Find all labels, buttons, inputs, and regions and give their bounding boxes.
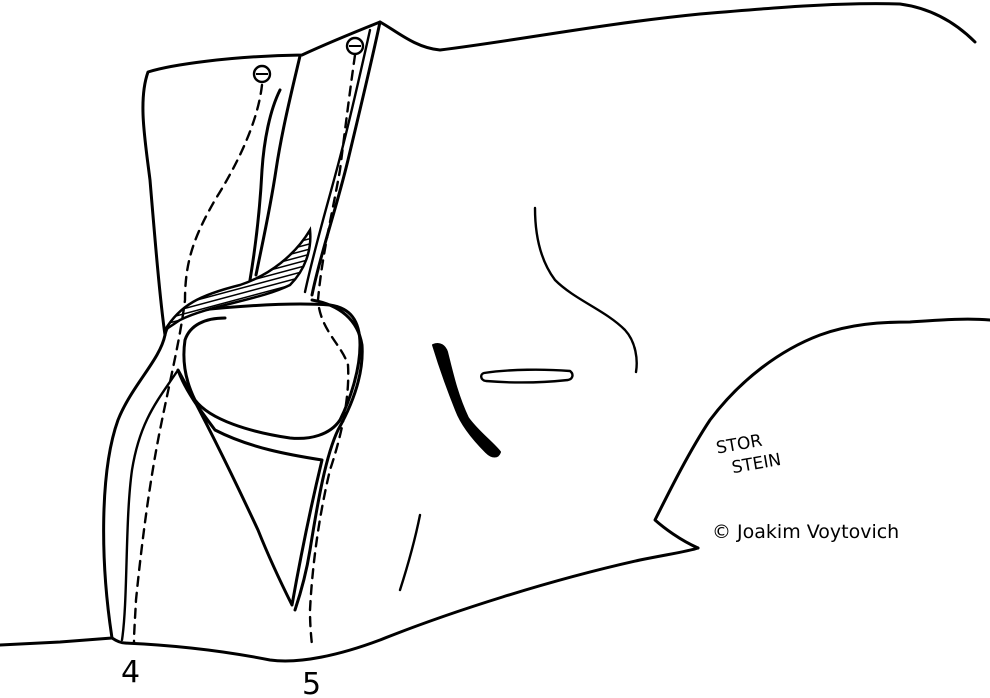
- copyright-credit: © Joakim Voytovich: [712, 521, 899, 543]
- face-crack-lower: [400, 515, 420, 590]
- face-crack-upper: [535, 208, 637, 372]
- route-5-label: 5: [302, 667, 321, 698]
- route-4-label: 4: [121, 655, 140, 690]
- horizontal-slot: [481, 370, 572, 383]
- ground-line: [112, 548, 698, 661]
- right-roof-edge: [295, 300, 362, 610]
- black-crack: [433, 344, 500, 457]
- stor-stein-outline: [655, 319, 990, 548]
- boulder-outline: [0, 4, 975, 645]
- arete-line-inner: [305, 30, 370, 292]
- roof-feature: [165, 304, 360, 438]
- arete-line: [312, 22, 380, 295]
- left-corner-line: [122, 370, 178, 640]
- route-5-line: [310, 55, 355, 645]
- route-5-anchor-icon: [347, 38, 363, 54]
- route-4-anchor-icon: [254, 66, 270, 82]
